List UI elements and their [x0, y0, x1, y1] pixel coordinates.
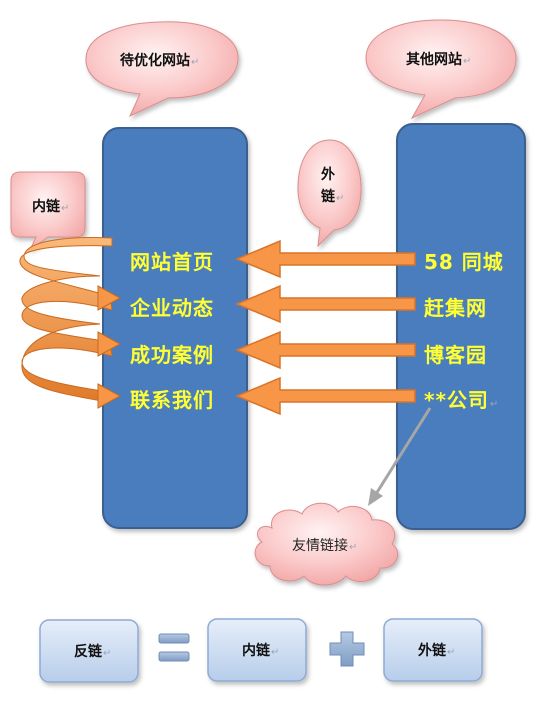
- link-arrow-3: [235, 330, 416, 370]
- internal-link-label: 内链↵: [32, 199, 70, 215]
- friend-link-cloud: [254, 502, 399, 586]
- right-item-58: 58 同城: [424, 250, 504, 274]
- friend-link-pointer: [368, 407, 432, 506]
- coil-arrow-1: [97, 285, 122, 311]
- plus-sign: [329, 631, 365, 667]
- link-arrow-1: [235, 239, 416, 279]
- left-item-home: 网站首页: [130, 250, 214, 274]
- backlink-label: 反链↵: [74, 644, 112, 660]
- link-arrow-4: [235, 376, 416, 416]
- internal-link-box: [207, 618, 307, 682]
- coil-arrow-3: [97, 383, 122, 409]
- equals-sign: [158, 633, 190, 662]
- right-item-cnblogs: 博客园: [424, 343, 487, 367]
- internal-formula-label: 内链↵: [242, 643, 280, 659]
- right-item-company: **公司↵: [424, 388, 500, 412]
- external-formula-label: 外链↵: [418, 643, 456, 659]
- target-site-label: 待优化网站↵: [120, 53, 200, 69]
- link-arrow-2: [235, 284, 416, 324]
- coil-arrow-2: [97, 331, 122, 357]
- other-site-column: [396, 123, 526, 530]
- internal-link-coil: [19, 237, 122, 409]
- right-item-ganji: 赶集网: [424, 296, 487, 320]
- target-site-bubble: [85, 21, 239, 118]
- external-link-label-line1: 外: [321, 167, 335, 183]
- friend-link-label: 友情链接↵: [292, 538, 358, 554]
- other-site-bubble: [365, 19, 517, 120]
- left-item-news: 企业动态: [130, 296, 214, 320]
- external-link-label-line2: 链↵: [321, 189, 345, 205]
- target-site-column: [102, 127, 248, 529]
- left-item-cases: 成功案例: [130, 343, 214, 367]
- other-site-label: 其他网站↵: [406, 52, 472, 68]
- left-item-contact: 联系我们: [130, 388, 214, 412]
- external-link-box: [383, 618, 483, 682]
- backlink-box: [39, 619, 139, 683]
- external-link-bubble: [297, 139, 362, 248]
